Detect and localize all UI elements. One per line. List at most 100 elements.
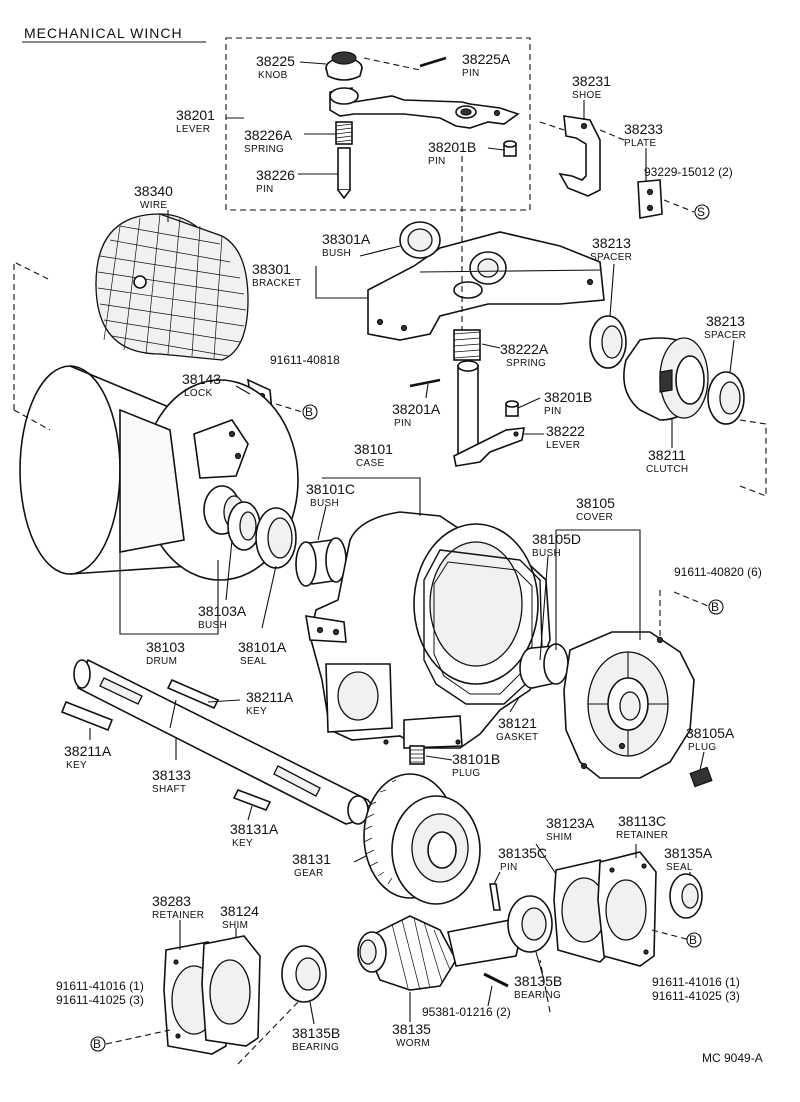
pin-95381-part [483, 972, 509, 988]
part-name: BEARING [292, 1042, 339, 1053]
part-number: 38101C [306, 481, 355, 497]
part-name: GASKET [496, 732, 538, 743]
spacer-1-part [589, 315, 627, 369]
part-number: 38133 [152, 767, 191, 783]
part-name: BEARING [514, 990, 561, 1001]
spacer-2-part [707, 371, 745, 425]
pin-38135c-part [489, 883, 501, 911]
part-name: LOCK [184, 388, 212, 399]
part-number: 38101A [238, 639, 287, 655]
gasket-part [423, 549, 543, 705]
part-number: 38226A [244, 127, 293, 143]
plug-38105a-part [689, 766, 713, 788]
part-number: 38233 [624, 121, 663, 137]
part-number: 38301A [322, 231, 371, 247]
part-number: 38201B [544, 389, 592, 405]
pin-38201b-mid-part [505, 400, 519, 417]
part-name: BUSH [310, 498, 339, 509]
part-number: 38222A [500, 341, 549, 357]
part-name: BRACKET [252, 278, 301, 289]
part-name: SHAFT [152, 784, 186, 795]
part-name: KNOB [258, 70, 288, 81]
part-number: 38135 [392, 1021, 431, 1037]
part-name: PIN [394, 418, 412, 429]
part-number: 91611-40818 [270, 353, 340, 367]
circle-b-symbol-right: B [686, 932, 702, 948]
part-name: PIN [500, 862, 518, 873]
bush-38101c-part [295, 537, 347, 587]
bolt-ref-left-2: 91611-41025 (3) [56, 993, 144, 1007]
circle-b-symbol-lock: B [302, 404, 318, 420]
part-name: GEAR [294, 868, 324, 879]
part-number: 38283 [152, 893, 191, 909]
key-38211a-2-part [60, 700, 114, 732]
part-number: 38101 [354, 441, 393, 457]
bearing-38135b-left-part [281, 945, 327, 1003]
pin-38226-part [337, 147, 351, 200]
part-name: KEY [246, 706, 267, 717]
part-name: BUSH [322, 248, 351, 259]
part-number: 38135A [664, 845, 713, 861]
lever-bottom-part [453, 360, 525, 467]
part-number: 38211 [648, 447, 686, 463]
circle-s-label: S [697, 205, 705, 219]
part-name: WIRE [140, 200, 167, 211]
spring-top-part [335, 121, 353, 145]
part-number: 38225A [462, 51, 511, 67]
part-name: SEAL [240, 656, 267, 667]
part-number: 38101B [452, 751, 500, 767]
retainer-38113c-part [597, 851, 657, 967]
key-38211a-1-part [166, 678, 220, 710]
pin-38201a-part [409, 378, 441, 388]
part-number: 38213 [706, 313, 745, 329]
part-number: 38201A [392, 401, 441, 417]
bearing-38135b-right-part [507, 895, 553, 953]
part-name: KEY [232, 838, 253, 849]
seal-38135a-part [669, 873, 703, 919]
part-number: 38301 [252, 261, 291, 277]
circle-b-symbol-left: B [90, 1036, 106, 1052]
part-number: 38222 [546, 423, 585, 439]
part-number: 38135B [514, 973, 562, 989]
part-number: 38135C [498, 845, 547, 861]
part-number: 38105D [532, 531, 581, 547]
diagram-title: MECHANICAL WINCH [24, 25, 183, 41]
plug-38101b-part [409, 745, 425, 765]
part-number: 38143 [182, 371, 221, 387]
part-number: 38103A [198, 603, 247, 619]
part-name: KEY [66, 760, 87, 771]
case-part [305, 511, 551, 749]
part-number: 38226 [256, 167, 295, 183]
part-name: PLUG [452, 768, 480, 779]
part-number: 93229-15012 (2) [644, 165, 733, 179]
circle-b-label: B [711, 600, 719, 614]
key-38131a-part [232, 788, 272, 812]
leader-lines [89, 61, 735, 1025]
bolt-ref-right-2: 91611-41025 (3) [652, 989, 740, 1003]
dashed-guides [13, 156, 767, 1065]
cover-part [563, 631, 695, 779]
part-number: 38201 [176, 107, 215, 123]
plate-part [637, 179, 695, 219]
part-name: RETAINER [616, 830, 668, 841]
part-labels: 38225 KNOB 38225A PIN 38201 LEVER 38226A… [64, 51, 762, 1053]
bush-38103a-part [227, 501, 261, 551]
pin-38225a-part [363, 56, 447, 71]
bolt-ref-right-1: 91611-41016 (1) [652, 975, 740, 989]
part-name: PIN [256, 184, 274, 195]
part-name: PIN [462, 68, 480, 79]
gear-part [363, 773, 481, 905]
part-name: WORM [396, 1038, 430, 1049]
part-name: SEAL [666, 862, 693, 873]
part-name: CLUTCH [646, 464, 688, 475]
part-number: 38131A [230, 821, 279, 837]
part-name: PLUG [688, 742, 716, 753]
part-number: 38231 [572, 73, 611, 89]
part-name: BUSH [198, 620, 227, 631]
part-name: LEVER [176, 124, 210, 135]
knob-part [325, 51, 363, 81]
seal-38101a-part [255, 507, 297, 569]
part-name: PIN [544, 406, 562, 417]
part-name: SPACER [590, 252, 632, 263]
